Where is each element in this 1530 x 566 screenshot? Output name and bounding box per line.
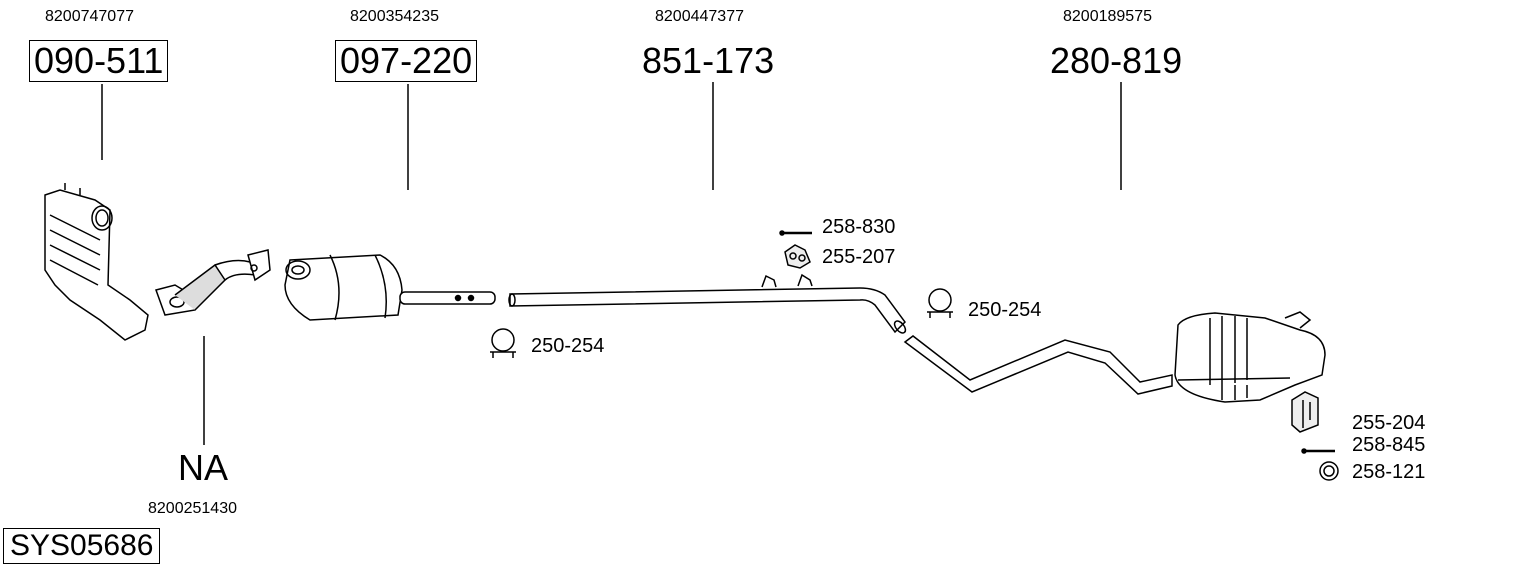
ring-icon — [1319, 461, 1339, 481]
oem-number: 8200189575 — [1063, 8, 1152, 25]
accessory-label[interactable]: 255-204 — [1352, 412, 1426, 434]
accessory-label[interactable]: 250-254 — [968, 299, 1042, 321]
part-number-box[interactable]: 090-511 — [29, 40, 169, 82]
part-number-box[interactable]: 097-220 — [335, 40, 478, 82]
bracket-hanger-icon — [1291, 391, 1319, 433]
clamp-icon — [490, 328, 516, 358]
particulate-filter-drawing — [284, 254, 496, 321]
system-code: SYS05686 — [3, 528, 161, 564]
oem-number: 8200354235 — [350, 8, 439, 25]
flex-pipe-drawing — [155, 249, 271, 316]
part-number[interactable]: 280-819 — [1050, 40, 1183, 81]
oem-number: 8200447377 — [655, 8, 744, 25]
part-number[interactable]: NA — [178, 447, 229, 488]
clamp-icon — [927, 288, 953, 318]
accessory-label[interactable]: 258-830 — [822, 216, 896, 238]
accessory-label[interactable]: 258-121 — [1352, 461, 1426, 483]
oem-number: 8200747077 — [45, 8, 134, 25]
oem-number: 8200251430 — [148, 500, 237, 517]
middle-pipe-drawing — [508, 273, 907, 334]
rear-muffler-drawing — [903, 311, 1326, 403]
manifold-catalyst-drawing — [44, 183, 149, 341]
accessory-label[interactable]: 255-207 — [822, 246, 896, 268]
rubber-hanger-icon — [784, 244, 811, 269]
bolt-icon — [779, 230, 812, 236]
accessory-label[interactable]: 250-254 — [531, 335, 605, 357]
part-number[interactable]: 851-173 — [642, 40, 775, 81]
accessory-label[interactable]: 258-845 — [1352, 434, 1426, 456]
bolt-icon — [1301, 448, 1335, 454]
